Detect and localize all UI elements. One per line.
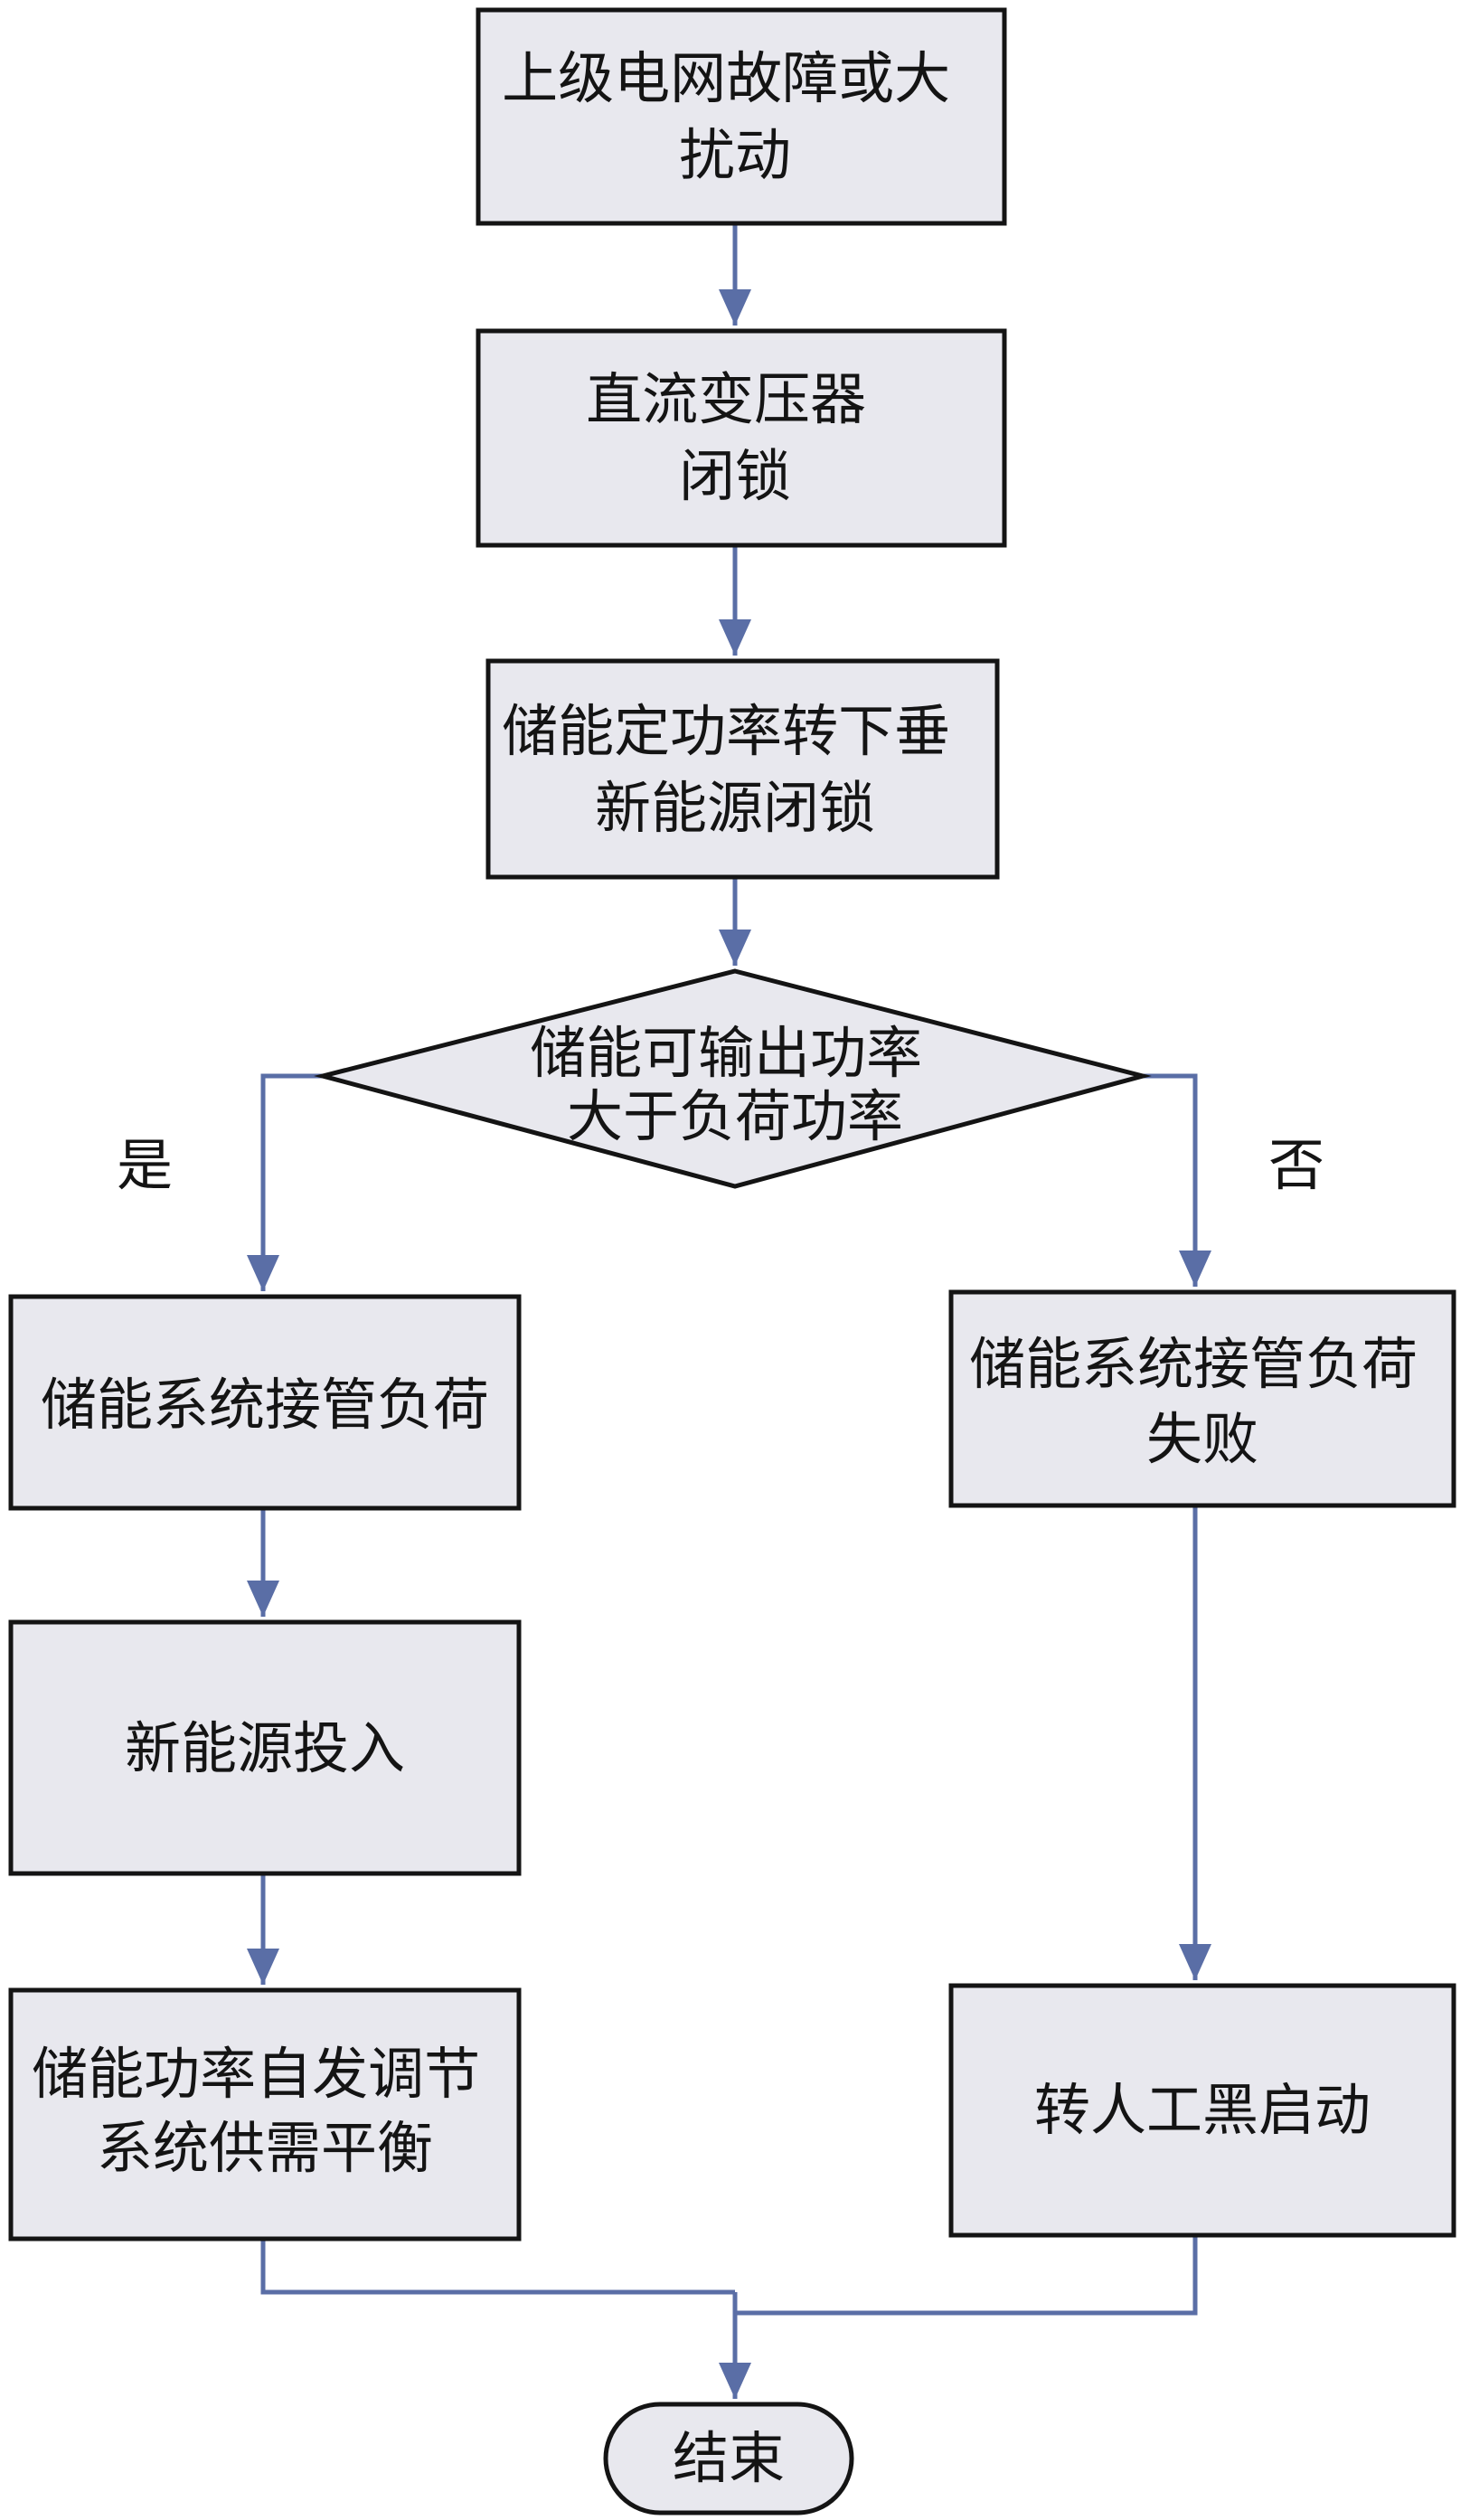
connectors (247, 223, 1211, 2399)
node-takeover-fail-line-2: 失败 (1146, 1406, 1258, 1472)
node-grid-fault-line-1: 上级电网故障或大 (502, 45, 950, 111)
svg-text:转人工黑启动: 转人工黑启动 (1034, 2077, 1371, 2143)
node-black-start: 转人工黑启动 (948, 1983, 1456, 2238)
svg-text:储能系统接管负荷: 储能系统接管负荷 (41, 1372, 489, 1438)
node-decision: 储能可输出功率 大于负荷功率 (314, 968, 1152, 1189)
node-takeover-success: 储能系统接管负荷 (8, 1294, 522, 1511)
svg-text:结束: 结束 (673, 2425, 785, 2491)
node-decision-line-2: 大于负荷功率 (567, 1083, 903, 1149)
branch-label-yes: 是 (117, 1132, 173, 1198)
node-self-regulation-line-1: 储能功率自发调节 (32, 2041, 480, 2107)
node-takeover-fail: 储能系统接管负荷 失败 (948, 1289, 1456, 1508)
svg-text:储能定功率转下垂 新能源闭锁: 储能定功率转下垂 新能源闭锁 (502, 698, 968, 841)
svg-text:储能可输出功率 大于负荷功率: 储能可输出功率 大于负荷功率 (530, 1020, 940, 1149)
svg-text:上级电网故障或大 扰动: 上级电网故障或大 扰动 (502, 45, 968, 188)
svg-text:储能功率自发调节 系统供需平衡: 储能功率自发调节 系统供需平衡 (32, 2041, 498, 2181)
node-dc-transformer-lock-line-1: 直流变压器 (586, 366, 866, 432)
node-storage-droop-line-2: 新能源闭锁 (595, 775, 875, 841)
node-dc-transformer-lock-line-2: 闭锁 (679, 443, 791, 509)
node-takeover-fail-line-1: 储能系统接管负荷 (969, 1331, 1418, 1397)
node-storage-droop-line-1: 储能定功率转下垂 (502, 698, 950, 764)
node-end-line-1: 结束 (673, 2425, 785, 2491)
node-decision-line-1: 储能可输出功率 (530, 1020, 922, 1086)
node-end: 结束 (603, 2402, 854, 2515)
node-grid-fault: 上级电网故障或大 扰动 (476, 7, 1007, 226)
node-takeover-success-line-1: 储能系统接管负荷 (41, 1372, 489, 1438)
node-dc-transformer-lock: 直流变压器 闭锁 (476, 328, 1007, 548)
line-regulation-to-end (260, 2239, 735, 2295)
arrow-decision-yes (247, 1073, 323, 1291)
line-blackstart-to-end (735, 2235, 1198, 2316)
node-renewable-on: 新能源投入 (8, 1619, 522, 1876)
svg-text:直流变压器 闭锁: 直流变压器 闭锁 (586, 366, 884, 509)
svg-text:储能系统接管负荷 失败: 储能系统接管负荷 失败 (969, 1331, 1436, 1472)
branch-label-no: 否 (1268, 1132, 1324, 1198)
node-storage-droop: 储能定功率转下垂 新能源闭锁 (485, 658, 1000, 880)
node-renewable-on-line-1: 新能源投入 (125, 1715, 405, 1781)
node-self-regulation: 储能功率自发调节 系统供需平衡 (8, 1987, 522, 2242)
node-grid-fault-line-2: 扰动 (679, 122, 791, 188)
node-black-start-line-1: 转人工黑启动 (1034, 2077, 1371, 2143)
arrow-decision-no (1143, 1073, 1211, 1287)
node-self-regulation-line-2: 系统供需平衡 (97, 2115, 433, 2181)
svg-text:新能源投入: 新能源投入 (125, 1715, 405, 1781)
